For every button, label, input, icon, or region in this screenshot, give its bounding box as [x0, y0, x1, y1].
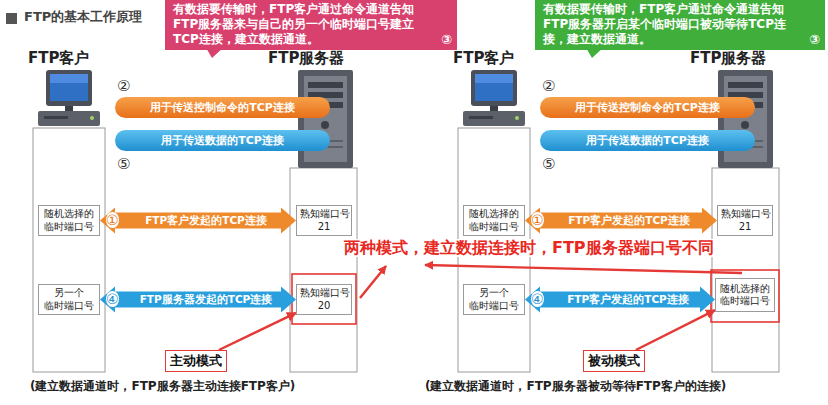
node-text: 有数据要传输时，FTP客户通过命令通道告知FTP服务器开启某个临时端口被动等待T… [543, 2, 819, 47]
port-box: 另一个 临时端口号 [38, 284, 100, 315]
port-box: 随机选择的 临时端口号 [463, 205, 525, 236]
data-connection-bar: 用于传送数据的TCP连接 [540, 130, 755, 151]
client-computer [38, 70, 100, 126]
node-text: 熟知端口号 21 [721, 208, 769, 233]
connection-arrow [100, 287, 296, 313]
mode-label-box: 主动模式 [165, 350, 227, 372]
port-box: 熟知端口号 21 [296, 205, 352, 236]
port-box: 熟知端口号 21 [717, 205, 773, 236]
leader-arrow [360, 266, 386, 298]
title-bullet [6, 13, 17, 24]
mode-note: 两种模式，建立数据连接时，FTP服务器端口号不同 [342, 239, 716, 257]
callout-number: ② [542, 78, 555, 95]
connection-arrow [525, 208, 717, 234]
connection-arrow [525, 287, 715, 313]
node-text: 用于传送控制命令的TCP连接 [125, 100, 320, 115]
callout-box: 有数据要传输时，FTP客户通过命令通道告知FTP服务器来与自己的另一个临时端口号… [165, 0, 457, 50]
node-text: 有数据要传输时，FTP客户通过命令通道告知FTP服务器来与自己的另一个临时端口号… [173, 2, 451, 47]
host-heading: FTP服务器 [268, 50, 344, 67]
node-text: 熟知端口号 21 [300, 208, 348, 233]
node-text: 另一个 临时端口号 [467, 287, 521, 312]
client-column [33, 128, 105, 372]
control-connection-bar: 用于传送控制命令的TCP连接 [540, 97, 755, 118]
data-connection-bar: 用于传送数据的TCP连接 [115, 130, 330, 151]
callout-number: ⑤ [117, 156, 130, 173]
callout-number: ① [106, 212, 119, 228]
node-text: 随机选择的 临时端口号 [719, 283, 771, 308]
port-box: 熟知端口号 20 [296, 284, 352, 315]
port-box: 随机选择的 临时端口号 [715, 278, 775, 312]
callout-number: ④ [106, 291, 119, 307]
host-heading: FTP客户 [28, 50, 89, 67]
server-icon [718, 70, 773, 168]
server-column [290, 168, 357, 372]
caption-note: (建立数据通道时，FTP服务器被动等待FTP客户的连接) [425, 380, 726, 394]
connection-arrow [100, 208, 296, 234]
highlight-box [711, 270, 779, 322]
node-text: 随机选择的 临时端口号 [42, 208, 96, 233]
pointer-arrow [636, 310, 715, 350]
node-text: 用于传送控制命令的TCP连接 [550, 100, 745, 115]
callout-number: ① [531, 212, 544, 228]
highlight-box [292, 274, 356, 324]
connection-label: FTP客户发起的TCP连接 [567, 294, 689, 305]
server-column [712, 168, 779, 372]
node-text: 随机选择的 临时端口号 [467, 208, 521, 233]
connection-label: FTP服务器发起的TCP连接 [140, 294, 273, 305]
node-text: 用于传送数据的TCP连接 [550, 133, 745, 148]
host-heading: FTP客户 [453, 50, 514, 67]
node-text: 熟知端口号 20 [300, 287, 348, 312]
callout-number: ③ [809, 32, 820, 48]
pointer-arrow [219, 313, 296, 350]
callout-number: ④ [531, 291, 544, 307]
port-box: 随机选择的 临时端口号 [38, 205, 100, 236]
callout-number: ② [117, 78, 130, 95]
server-icon [298, 70, 353, 168]
node-text: 主动模式 [170, 352, 222, 370]
client-computer [463, 70, 525, 126]
callout-number: ⑤ [542, 156, 555, 173]
host-heading: FTP服务器 [690, 50, 766, 67]
mode-label-box: 被动模式 [583, 350, 645, 372]
control-connection-bar: 用于传送控制命令的TCP连接 [115, 97, 330, 118]
node-text: 被动模式 [588, 352, 640, 370]
callout-box: 有数据要传输时，FTP客户通过命令通道告知FTP服务器开启某个临时端口被动等待T… [535, 0, 825, 50]
leader-arrow [425, 265, 742, 273]
connection-label: FTP客户发起的TCP连接 [145, 215, 267, 226]
caption-note: (建立数据通道时，FTP服务器主动连接FTP客户) [30, 380, 295, 394]
node-text: 另一个 临时端口号 [42, 287, 96, 312]
port-box: 另一个 临时端口号 [463, 284, 525, 315]
connection-label: FTP客户发起的TCP连接 [568, 215, 690, 226]
diagram-title: FTP的基本工作原理 [24, 10, 142, 25]
node-text: 用于传送数据的TCP连接 [125, 133, 320, 148]
callout-number: ③ [441, 32, 452, 48]
